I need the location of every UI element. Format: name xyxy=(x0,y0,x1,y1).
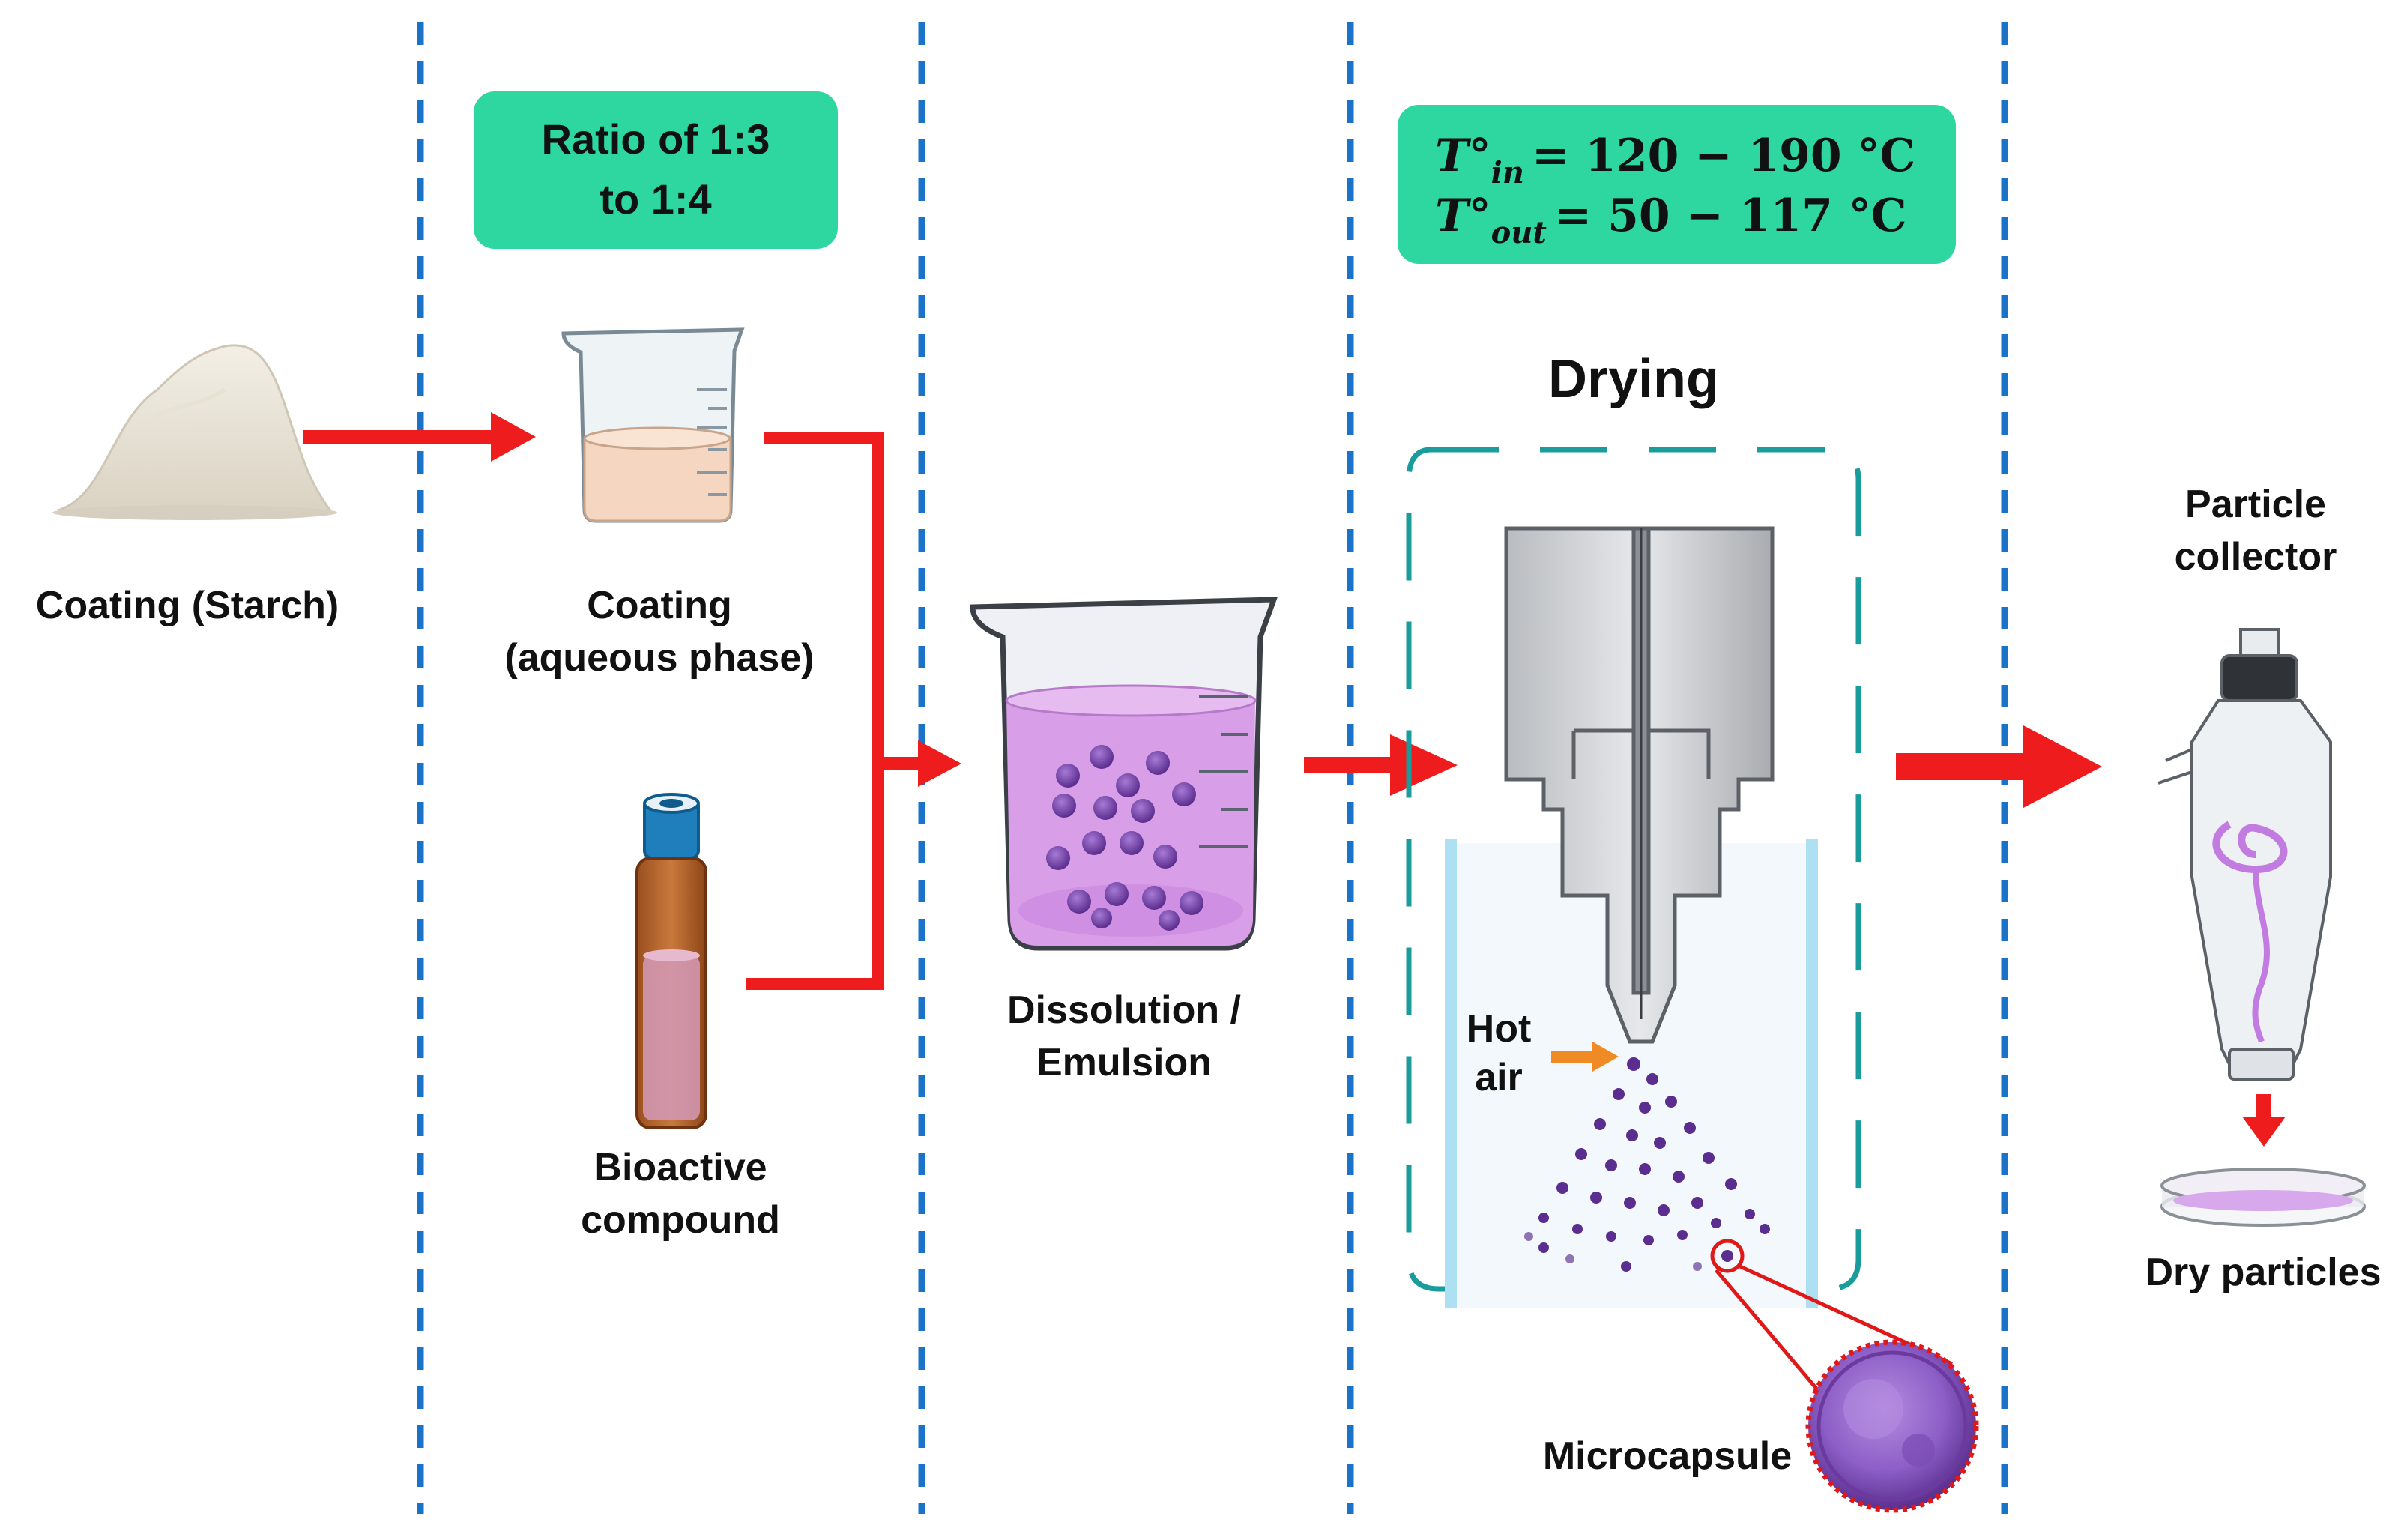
spray-particles xyxy=(1524,1057,1770,1272)
label-hot-air-line1: Hot xyxy=(1467,1007,1532,1051)
ratio-line1: Ratio of 1:3 xyxy=(542,115,770,163)
arrow-starch-to-coating xyxy=(303,412,536,462)
temperature-box-bg xyxy=(1398,105,1956,264)
beaker-coating xyxy=(561,327,745,523)
temp-out-equation: T°out= 50 − 117 °C xyxy=(1435,190,1907,250)
label-dissolution-line2: Emulsion xyxy=(1036,1041,1212,1084)
label-microcapsule: Microcapsule xyxy=(1543,1434,1792,1478)
beaker-emulsion xyxy=(970,597,1278,951)
cyclone-collector xyxy=(2157,628,2332,1081)
vial-bioactive xyxy=(635,793,707,1129)
spray-nozzle xyxy=(1504,526,1775,1044)
petri-dish xyxy=(2160,1168,2366,1227)
ratio-line2: to 1:4 xyxy=(600,175,711,223)
ratio-box-bg xyxy=(474,91,838,249)
temperature-box: T°in= 120 − 190 °C T°out= 50 − 117 °C xyxy=(1398,105,1956,264)
label-drying: Drying xyxy=(1548,349,1719,409)
arrow-merge-to-emulsion xyxy=(746,432,961,990)
label-coating-line1: Coating xyxy=(587,584,732,627)
label-bioactive-line1: Bioactive xyxy=(594,1146,767,1189)
label-collector-line2: collector xyxy=(2175,535,2337,579)
drying-chamber-outline xyxy=(1406,447,1861,1292)
label-dry-particles: Dry particles xyxy=(2145,1251,2381,1294)
label-hot-air-line2: air xyxy=(1475,1056,1523,1099)
ratio-box: Ratio of 1:3 to 1:4 xyxy=(474,91,838,249)
hot-air-arrow xyxy=(1551,1042,1619,1072)
label-coating-line2: (aqueous phase) xyxy=(504,636,814,680)
label-dissolution-line1: Dissolution / xyxy=(1007,988,1241,1032)
label-collector-line1: Particle xyxy=(2185,483,2326,526)
label-starch: Coating (Starch) xyxy=(36,584,339,627)
temp-in-equation: T°in= 120 − 190 °C xyxy=(1435,130,1915,190)
collector-down-arrow xyxy=(2242,1094,2286,1147)
arrow-emulsion-to-drying xyxy=(1304,734,1458,796)
arrow-drying-to-collector xyxy=(1896,725,2102,808)
starch-powder-pile xyxy=(52,344,337,520)
microcapsule-icon xyxy=(1805,1339,1979,1513)
label-bioactive-line2: compound xyxy=(581,1198,780,1242)
